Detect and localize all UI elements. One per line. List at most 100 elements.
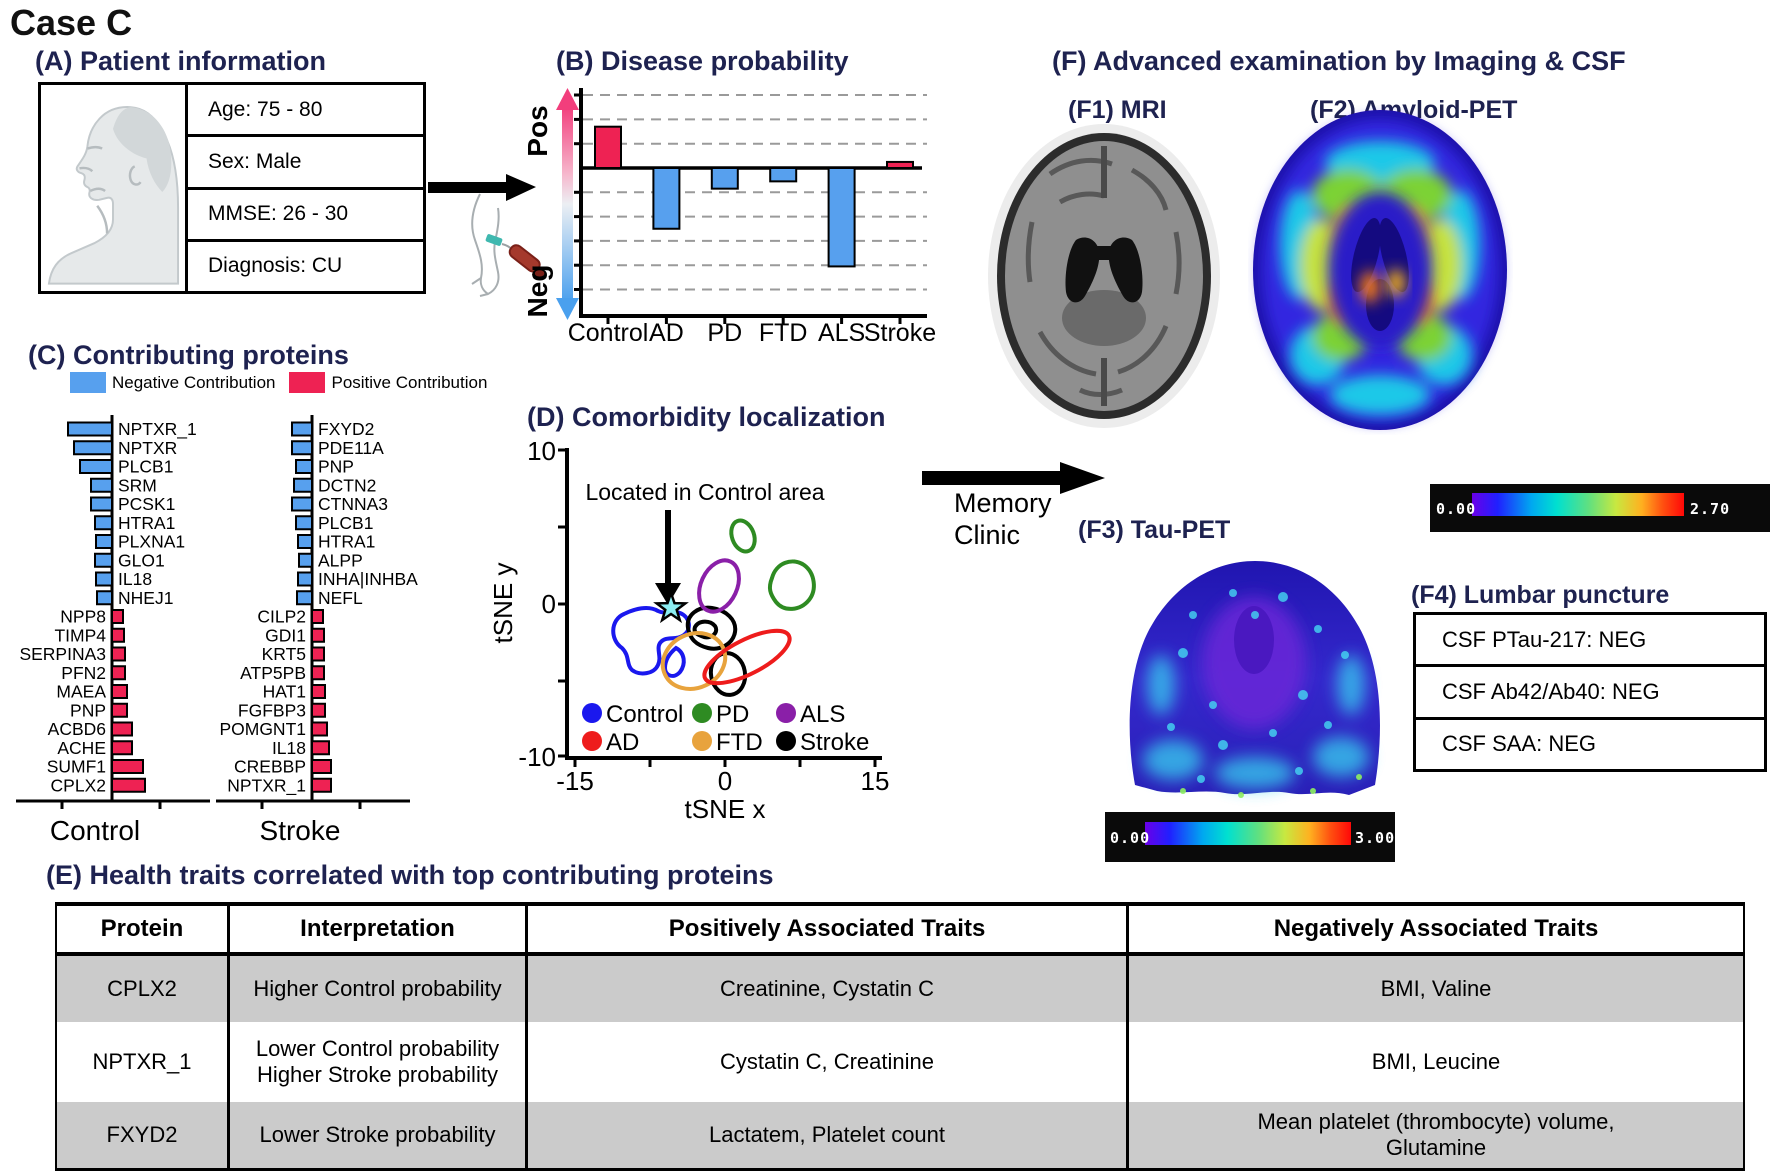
col-interpretation: Interpretation: [230, 906, 528, 952]
protein-label-HAT1: HAT1: [263, 682, 306, 702]
protein-bar-GDI1: [311, 627, 325, 643]
legend-positive: Positive Contribution: [289, 372, 487, 393]
cell-positive: Creatinine, Cystatin C: [528, 956, 1129, 1022]
protein-bar-ACBD6: [111, 721, 133, 737]
col-negative-traits: Negatively Associated Traits: [1273, 915, 1599, 942]
annotation-arrow-icon: [655, 510, 681, 605]
f1-title: (F1) MRI: [1068, 96, 1167, 124]
protein-bar-INHA|INHBA: [297, 571, 313, 587]
protein-bar-SERPINA3: [111, 646, 126, 662]
amyloid-pet-image: [1253, 110, 1507, 430]
protein-label-KRT5: KRT5: [262, 644, 306, 664]
legend-negative-label: Negative Contribution: [112, 372, 276, 392]
bar-Control: [594, 125, 622, 170]
protein-bar-PFN2: [111, 665, 126, 681]
csf-saa-result: CSF SAA: NEG: [1442, 731, 1597, 757]
tau-pet-colorbar: 0.00 3.00: [1105, 812, 1395, 862]
legend-label-FTD: FTD: [716, 729, 763, 756]
positive-swatch-icon: [289, 372, 326, 393]
cell-negative: BMI, Leucine: [1371, 1049, 1501, 1074]
ytick-0: 0: [542, 589, 556, 619]
protein-bar-PDE11A: [291, 440, 313, 456]
protein-bar-GLO1: [94, 552, 113, 568]
als-contour: [697, 558, 741, 614]
protein-bar-IL18: [311, 740, 330, 756]
cell-interpretation: Higher Control probability: [230, 956, 528, 1022]
protein-bar-IL18: [95, 571, 113, 587]
legend-dot-AD: [582, 731, 602, 751]
f3-title: (F3) Tau-PET: [1078, 516, 1231, 544]
protein-bar-TIMP4: [111, 627, 125, 643]
control-area-annotation: Located in Control area: [585, 479, 824, 505]
control-chart-label: Control: [50, 815, 140, 846]
legend-dot-FTD: [692, 731, 712, 751]
ftd-contour: [660, 631, 728, 691]
patient-info-card: Age: 75 - 80 Sex: Male MMSE: 26 - 30 Dia…: [38, 82, 426, 294]
pd-contour-small: [729, 518, 757, 554]
legend-label-Control: Control: [606, 701, 683, 728]
protein-label-TIMP4: TIMP4: [54, 625, 106, 645]
cell-protein: FXYD2: [57, 1102, 230, 1168]
protein-label-NPTXR: NPTXR: [118, 438, 177, 458]
protein-bar-CPLX2: [111, 777, 146, 793]
protein-label-NPP8: NPP8: [60, 607, 106, 627]
cell-protein: CPLX2: [57, 956, 230, 1022]
protein-label-PNP: PNP: [70, 700, 106, 720]
colorbar-max: 2.70: [1690, 500, 1731, 518]
protein-bar-POMGNT1: [311, 721, 328, 737]
patient-age: Age: 75 - 80: [188, 85, 423, 138]
disease-probability-bars: [594, 125, 914, 268]
protein-bar-HAT1: [311, 684, 326, 699]
panel-d-title: (D) Comorbidity localization: [527, 402, 886, 432]
legend-dot-Control: [582, 703, 602, 723]
memory-clinic-label: Memory Clinic: [954, 488, 1052, 550]
protein-bar-PNP: [295, 459, 313, 474]
protein-label-INHA|INHBA: INHA|INHBA: [318, 569, 418, 589]
colorbar-gradient: [1145, 822, 1351, 845]
table-row: FXYD2 Lower Stroke probability Lactatem,…: [57, 1102, 1743, 1168]
health-traits-table: Protein Interpretation Positively Associ…: [55, 902, 1745, 1171]
protein-bar-CTNNA3: [291, 496, 313, 512]
stroke-protein-bars: FXYD2PDE11APNPDCTN2CTNNA3PLCB1HTRA1ALPPI…: [219, 419, 418, 796]
protein-label-CTNNA3: CTNNA3: [318, 494, 388, 514]
xlabel-PD: PD: [707, 319, 742, 347]
protein-label-FGFBP3: FGFBP3: [238, 700, 306, 720]
protein-label-NPTXR_1: NPTXR_1: [118, 419, 197, 440]
col-positive-traits: Positively Associated Traits: [528, 906, 1129, 952]
legend-label-ALS: ALS: [800, 701, 845, 728]
amyloid-pet-colorbar: 0.00 2.70: [1430, 484, 1770, 532]
colorbar-gradient: [1472, 493, 1684, 516]
cell-negative: Mean platelet (thrombocyte) volume, Glut…: [1257, 1109, 1615, 1160]
protein-bar-ATP5PB: [311, 665, 325, 681]
patient-diagnosis: Diagnosis: CU: [208, 254, 343, 278]
bar-FTD: [769, 167, 798, 183]
legend-label-AD: AD: [606, 729, 639, 756]
patient-location-star: [653, 589, 689, 624]
gridlines: [583, 94, 927, 291]
protein-bar-SRM: [90, 477, 113, 493]
legend-positive-label: Positive Contribution: [331, 372, 488, 392]
case-title: Case C: [10, 2, 133, 43]
patient-illustration: [41, 85, 188, 291]
panel-f-title: (F) Advanced examination by Imaging & CS…: [1052, 46, 1626, 76]
blood-draw-icon: [471, 193, 546, 297]
legend-dot-ALS: [776, 703, 796, 723]
protein-label-PLXNA1: PLXNA1: [118, 532, 185, 552]
protein-label-PDE11A: PDE11A: [318, 438, 384, 458]
negative-swatch-icon: [70, 372, 106, 393]
csf-ptau217-result: CSF PTau-217: NEG: [1416, 615, 1764, 668]
legend-negative: Negative Contribution: [70, 372, 275, 393]
protein-bar-FGFBP3: [311, 702, 326, 718]
legend-label-PD: PD: [716, 701, 749, 728]
legend-dot-Stroke: [776, 731, 796, 751]
protein-label-CREBBP: CREBBP: [234, 757, 306, 777]
protein-label-ACBD6: ACBD6: [48, 719, 106, 739]
protein-bar-PCSK1: [90, 496, 113, 512]
ytick-neg10: -10: [518, 742, 556, 772]
tsne-plot: 10 0 -10 -15 0 15 tSNE x tSNE y Located …: [488, 436, 889, 824]
protein-label-GLO1: GLO1: [118, 550, 165, 570]
protein-label-MAEA: MAEA: [56, 682, 106, 702]
